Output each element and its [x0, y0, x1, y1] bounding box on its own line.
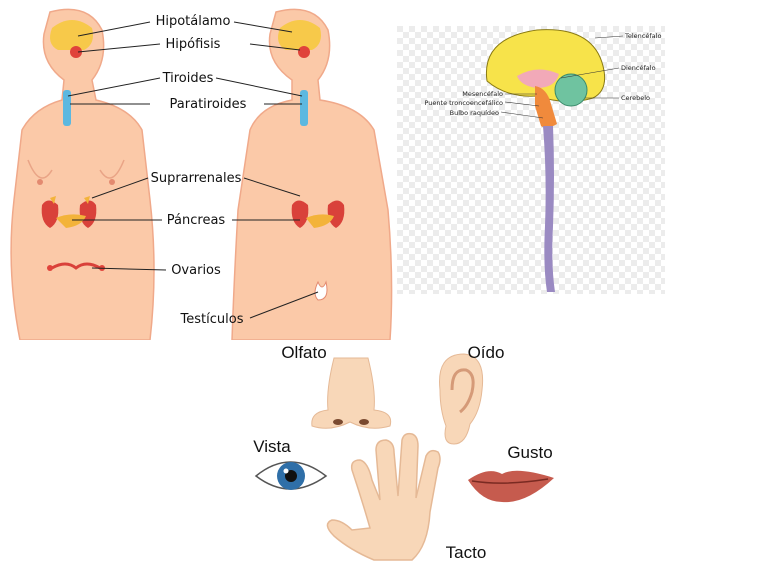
label-telencefalo: Telencéfalo	[624, 32, 661, 40]
kidney-icon	[327, 200, 345, 228]
endocrine-svg: Hipotálamo Hipófisis Tiroides Paratiroid…	[10, 8, 393, 340]
thyroid-icon	[300, 90, 308, 126]
label-pancreas: Páncreas	[167, 213, 226, 228]
label-hipofisis: Hipófisis	[166, 37, 221, 52]
endocrine-system-diagram: Hipotálamo Hipófisis Tiroides Paratiroid…	[0, 0, 395, 340]
cerebellum-shape	[554, 73, 588, 107]
brain-leader-lines	[500, 35, 624, 119]
brainstem-shape	[535, 86, 557, 128]
spinal-cord-shape	[543, 126, 555, 292]
label-testiculos: Testículos	[180, 312, 244, 327]
kidney-icon	[291, 200, 309, 228]
five-senses-diagram: Olfato Oído Vista Gusto Tacto	[240, 340, 570, 575]
endocrine-leader-lines	[67, 21, 319, 319]
label-paratiroides: Paratiroides	[170, 97, 247, 112]
label-ovarios: Ovarios	[171, 263, 221, 278]
ovaries-icon	[51, 262, 101, 270]
nose-icon	[311, 357, 392, 429]
label-gusto: Gusto	[507, 443, 552, 462]
label-cerebelo: Cerebelo	[621, 94, 650, 102]
label-olfato: Olfato	[281, 343, 326, 362]
kidney-icon	[41, 200, 59, 228]
label-mesencefalo: Mesencéfalo	[462, 90, 503, 98]
senses-svg: Olfato Oído Vista Gusto Tacto	[253, 343, 554, 562]
female-body	[10, 8, 155, 340]
label-bulbo: Bulbo raquídeo	[450, 109, 499, 117]
label-oido: Oído	[468, 343, 505, 362]
hypothalamus-brain-icon	[50, 20, 93, 50]
label-vista: Vista	[253, 437, 291, 456]
label-tiroides: Tiroides	[162, 71, 214, 86]
testicles-icon	[314, 280, 328, 301]
label-tacto: Tacto	[446, 543, 487, 562]
thyroid-icon	[63, 90, 71, 126]
pituitary-icon	[298, 46, 310, 58]
brain-svg: Telencéfalo Diencéfalo Mesencéfalo Puent…	[397, 26, 665, 294]
eye-icon	[254, 461, 328, 490]
kidney-icon	[79, 200, 97, 228]
hypothalamus-brain-icon	[278, 20, 321, 50]
brain-diagram: Telencéfalo Diencéfalo Mesencéfalo Puent…	[397, 26, 665, 294]
mouth-icon	[468, 470, 554, 503]
pancreas-icon	[306, 214, 334, 228]
pituitary-icon	[70, 46, 82, 58]
label-suprarrenales: Suprarrenales	[151, 171, 242, 186]
adrenal-icon	[50, 196, 90, 204]
male-body	[231, 8, 393, 340]
diencephalon-shape	[517, 69, 559, 88]
hand-icon	[326, 432, 441, 561]
label-diencefalo: Diencéfalo	[621, 64, 656, 72]
ear-icon	[439, 353, 484, 445]
pancreas-icon	[56, 214, 86, 228]
label-puente: Puente troncoencefálico	[424, 99, 503, 107]
label-hipotalamo: Hipotálamo	[156, 14, 231, 29]
